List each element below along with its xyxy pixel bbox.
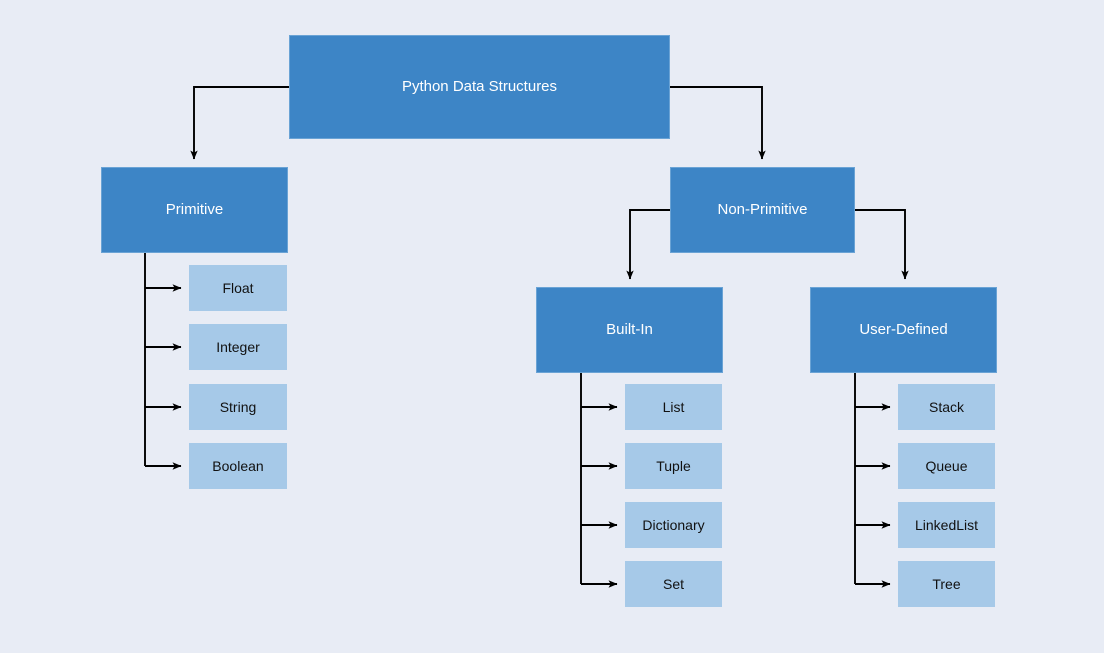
node-label: Queue (925, 457, 968, 474)
node-label: String (219, 398, 257, 415)
node-set[interactable]: Set (625, 561, 722, 607)
node-stack[interactable]: Stack (898, 384, 995, 430)
node-string[interactable]: String (189, 384, 287, 430)
node-label: Tree (932, 575, 961, 592)
node-label: Primitive (165, 201, 224, 218)
node-label: Built-In (606, 321, 653, 338)
node-built-in[interactable]: Built-In (536, 287, 723, 373)
node-integer[interactable]: Integer (189, 324, 287, 370)
node-list[interactable]: List (625, 384, 722, 430)
node-label: Set (662, 575, 684, 592)
node-tree[interactable]: Tree (898, 561, 995, 607)
node-label: Dictionary (642, 516, 705, 533)
edge-nonprimitive-to-builtin (626, 209, 670, 280)
node-user-defined[interactable]: User-Defined (810, 287, 997, 373)
node-label: Stack (928, 398, 964, 415)
node-queue[interactable]: Queue (898, 443, 995, 489)
node-label: Tuple (656, 457, 691, 474)
node-label: Python Data Structures (401, 78, 558, 95)
node-label: User-Defined (859, 321, 948, 338)
edge-nonprimitive-to-userdefined (855, 209, 909, 280)
node-label: List (662, 398, 685, 415)
node-tuple[interactable]: Tuple (625, 443, 722, 489)
node-python-data-structures[interactable]: Python Data Structures (289, 35, 670, 139)
node-primitive[interactable]: Primitive (101, 167, 288, 253)
node-linkedlist[interactable]: LinkedList (898, 502, 995, 548)
node-non-primitive[interactable]: Non-Primitive (670, 167, 855, 253)
node-label: Float (222, 279, 254, 296)
node-label: LinkedList (914, 516, 979, 533)
node-boolean[interactable]: Boolean (189, 443, 287, 489)
edge-root-to-primitive (190, 86, 289, 160)
node-label: Non-Primitive (717, 201, 808, 218)
edge-root-to-non-primitive (670, 86, 766, 160)
node-label: Boolean (212, 457, 264, 474)
node-dictionary[interactable]: Dictionary (625, 502, 722, 548)
node-label: Integer (216, 338, 260, 355)
node-float[interactable]: Float (189, 265, 287, 311)
